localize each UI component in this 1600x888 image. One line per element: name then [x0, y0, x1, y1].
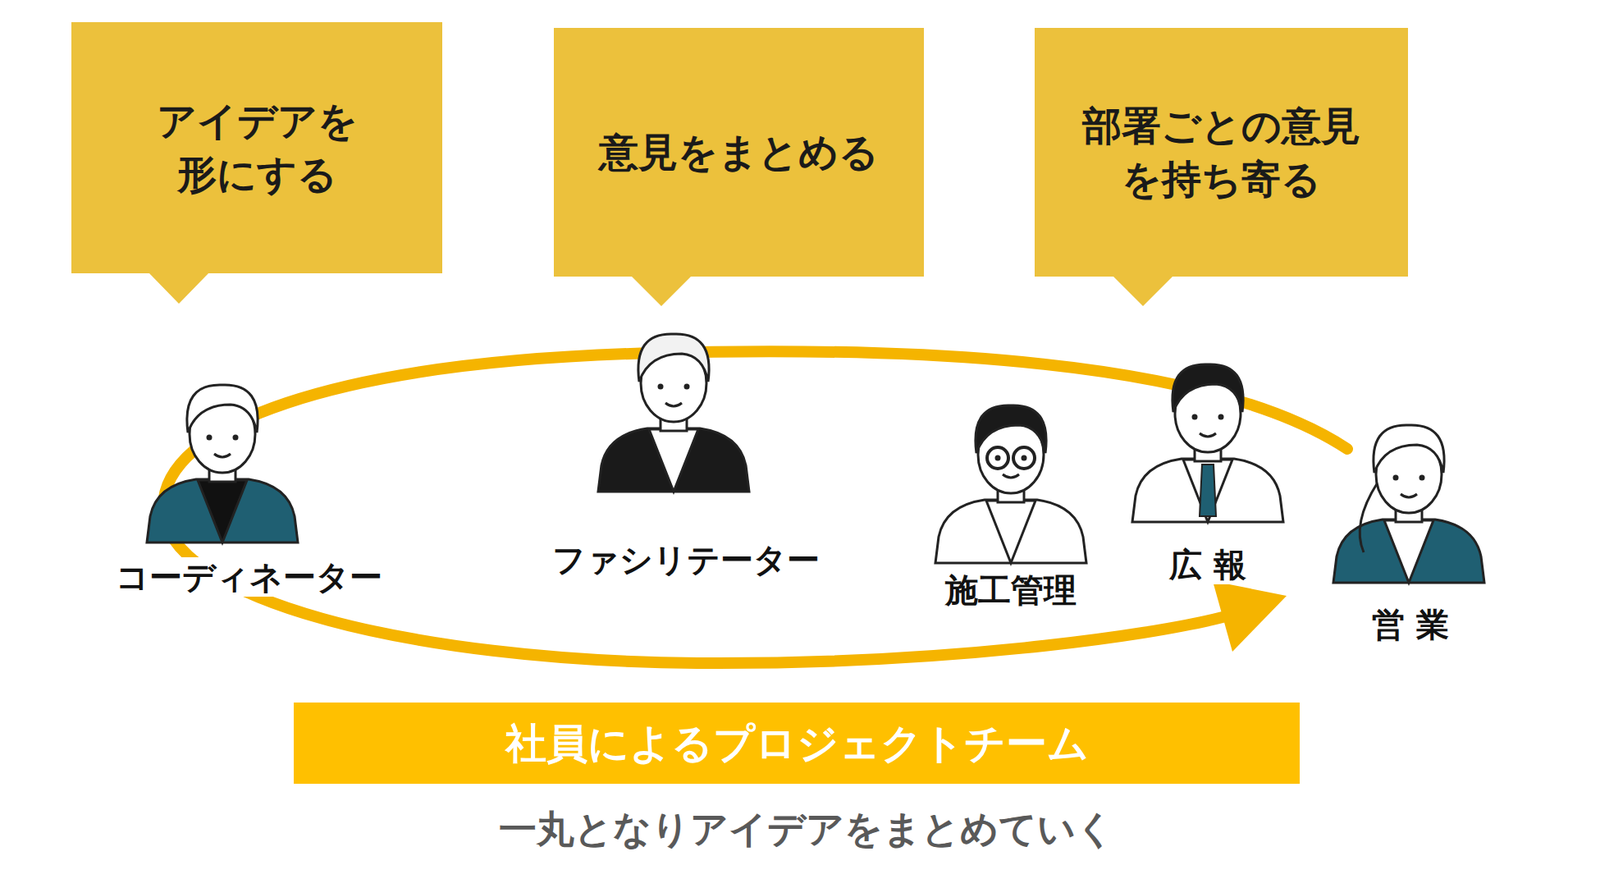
people [146, 333, 1485, 583]
role-label: ファシリテーター [548, 539, 823, 580]
box-text: アイデアを 形にする [100, 94, 413, 202]
cycle-arrowhead [1212, 580, 1287, 652]
eye [206, 434, 213, 441]
callout-pointer [630, 274, 693, 307]
shirt [1183, 459, 1233, 522]
eye [1192, 414, 1198, 421]
person-figure [1333, 425, 1485, 583]
mouth [1400, 493, 1418, 498]
torso [598, 428, 750, 492]
hair [638, 333, 709, 382]
shirt [197, 480, 247, 543]
hair [975, 405, 1047, 453]
box-text: 部署ごとの意見 を持ち寄る [1064, 99, 1379, 206]
box-text: 社員によるプロジェクトチーム [505, 718, 1089, 768]
eye [658, 384, 664, 390]
eye [233, 434, 239, 441]
eye [1419, 475, 1426, 481]
team-band: 社員によるプロジェクトチーム [293, 702, 1300, 784]
role-label: コーディネーター [112, 557, 386, 597]
eye [1393, 475, 1399, 481]
tie [1199, 464, 1216, 517]
eye [1021, 455, 1028, 462]
glasses [1013, 447, 1035, 469]
person-figure [935, 405, 1087, 563]
role-label: 広 報 [1165, 544, 1250, 585]
shirt [1384, 520, 1434, 583]
cycle-loop [163, 351, 1348, 663]
person-figure [1132, 364, 1284, 522]
eye [995, 455, 1002, 462]
eye [1218, 414, 1225, 421]
callout-box: 意見をまとめる [553, 27, 924, 277]
hair [187, 384, 258, 433]
hair [1373, 425, 1445, 473]
callout-box: 部署ごとの意見 を持ち寄る [1034, 27, 1408, 277]
torso [1132, 458, 1284, 522]
callout-box: アイデアを 形にする [71, 22, 443, 274]
shirt [649, 429, 699, 492]
cycle-arrow [163, 351, 1348, 663]
callout-pointer [1111, 274, 1175, 307]
hair [1172, 364, 1244, 412]
callout-pointers [147, 271, 1175, 307]
person-figure [598, 333, 750, 492]
mouth [1002, 474, 1020, 478]
role-label: 施工管理 [941, 570, 1080, 610]
role-label: 営 業 [1368, 604, 1453, 645]
torso [935, 499, 1087, 563]
caption: 一丸となりアイデアをまとめていく [498, 806, 1115, 852]
eye [684, 384, 691, 390]
mouth [1199, 433, 1216, 437]
box-text: 意見をまとめる [598, 125, 879, 179]
person-figure [146, 384, 298, 543]
mouth [665, 402, 682, 407]
glasses [987, 447, 1009, 469]
ponytail [1359, 482, 1378, 553]
torso [1333, 519, 1485, 583]
shirt [986, 500, 1036, 563]
mouth [214, 453, 231, 458]
torso [146, 479, 298, 543]
callout-pointer [147, 271, 211, 304]
